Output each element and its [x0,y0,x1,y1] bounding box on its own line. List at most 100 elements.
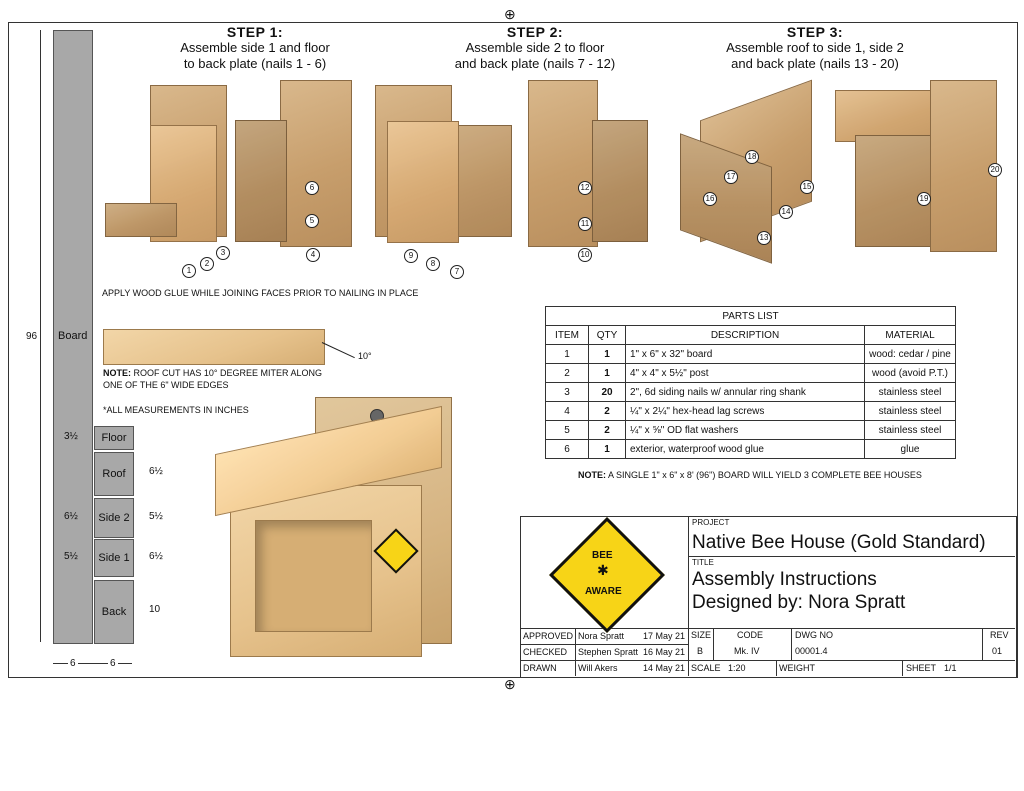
uncut-board [53,30,93,644]
checked-label: CHECKED [523,647,568,657]
board-length-label: 96 [26,331,38,342]
step-3-view-b [835,80,1000,255]
callout-7: 7 [450,265,464,279]
glue-note: APPLY WOOD GLUE WHILE JOINING FACES PRIO… [102,288,419,298]
width-dimension-line [53,663,132,664]
floor-dimension: 3½ [64,431,78,442]
signature-row-lines [520,644,688,645]
col-divider-dwg [791,628,792,660]
callout-1: 1 [182,264,196,278]
dwg-label: DWG NO [795,630,833,640]
side-2-right-dimension: 5½ [149,511,163,522]
callout-3: 3 [216,246,230,260]
approved-name: Nora Spratt [578,631,625,641]
piece-side-2: Side 2 [94,498,134,538]
col-divider-rev [982,628,983,660]
sign-text-bee: BEE [592,550,613,561]
project-label: PROJECT [692,518,730,527]
bottom-center-mark: ⊕ [504,676,516,692]
callout-8: 8 [426,257,440,271]
board-label: Board [58,330,88,342]
callout-12: 12 [578,181,592,195]
rev-value: 01 [992,646,1003,656]
sheet-value: 1/1 [944,663,957,673]
board-width-right: 6 [108,658,118,669]
callout-15: 15 [800,180,814,194]
approved-date: 17 May 21 [643,631,686,641]
callout-5: 5 [305,214,319,228]
bee-icon: ✱ [597,562,609,578]
col-divider-size [688,628,689,676]
callout-17: 17 [724,170,738,184]
dwg-value: 00001.4 [795,646,828,656]
side-1-left-dimension: 5½ [64,551,78,562]
callout-4: 4 [306,248,320,262]
size-label: SIZE [691,630,712,640]
piece-floor: Floor [94,426,134,450]
drawn-label: DRAWN [523,663,557,673]
measurements-note: *ALL MEASUREMENTS IN INCHES [103,405,249,415]
approved-label: APPROVED [523,631,574,641]
drawing-frame [8,22,1018,678]
step-2-view-a [375,85,515,245]
callout-13: 13 [757,231,771,245]
project-divider [688,556,1015,557]
col-divider-code [713,628,714,660]
finished-bee-house [210,395,460,660]
piece-roof: Roof [94,452,134,496]
header-description: DESCRIPTION [625,325,865,345]
step-1-view-b [235,80,355,250]
callout-14: 14 [779,205,793,219]
checked-name: Stephen Spratt [578,647,639,657]
checked-date: 16 May 21 [643,647,686,657]
drawn-name: Will Akers [578,663,618,673]
roof-miter-board [103,329,325,365]
col-divider-sheet [902,660,903,676]
drawn-date: 14 May 21 [643,663,686,673]
header-item: ITEM [545,325,589,345]
piece-back: Back [94,580,134,644]
top-center-mark: ⊕ [504,6,516,22]
rev-label: REV [990,630,1009,640]
col-divider-weight [776,660,777,676]
callout-10: 10 [578,248,592,262]
project-name: Native Bee House (Gold Standard) [692,532,986,553]
title-line-1: Assembly Instructions [692,569,877,590]
side-1-right-dimension: 6½ [149,551,163,562]
callout-9: 9 [404,249,418,263]
callout-18: 18 [745,150,759,164]
callout-11: 11 [578,217,592,231]
title-block [520,516,1017,678]
scale-label: SCALE [691,663,721,673]
step-3-view-a [670,79,830,264]
title-line-2: Designed by: Nora Spratt [692,592,906,613]
parts-list-title: PARTS LIST [545,306,956,326]
callout-6: 6 [305,181,319,195]
board-length-dimension-line [40,30,41,642]
weight-label: WEIGHT [779,663,815,673]
code-label: CODE [737,630,764,640]
signature-row-lines-2 [520,660,688,661]
title-label: TITLE [692,558,714,567]
roof-dimension: 6½ [149,466,163,477]
board-width-left: 6 [68,658,78,669]
scale-row-top-line [688,660,1015,661]
header-qty: QTY [588,325,626,345]
back-dimension: 10 [149,604,161,615]
callout-19: 19 [917,192,931,206]
sheet-label: SHEET [906,663,937,673]
parts-list-note: NOTE: A SINGLE 1" x 6" x 8' (96") BOARD … [578,470,922,480]
callout-20: 20 [988,163,1002,177]
miter-angle-label: 10° [358,351,372,361]
parts-list: PARTS LIST ITEM QTY DESCRIPTION MATERIAL… [545,306,956,459]
signature-col-divider [575,628,576,676]
piece-side-1: Side 1 [94,539,134,577]
